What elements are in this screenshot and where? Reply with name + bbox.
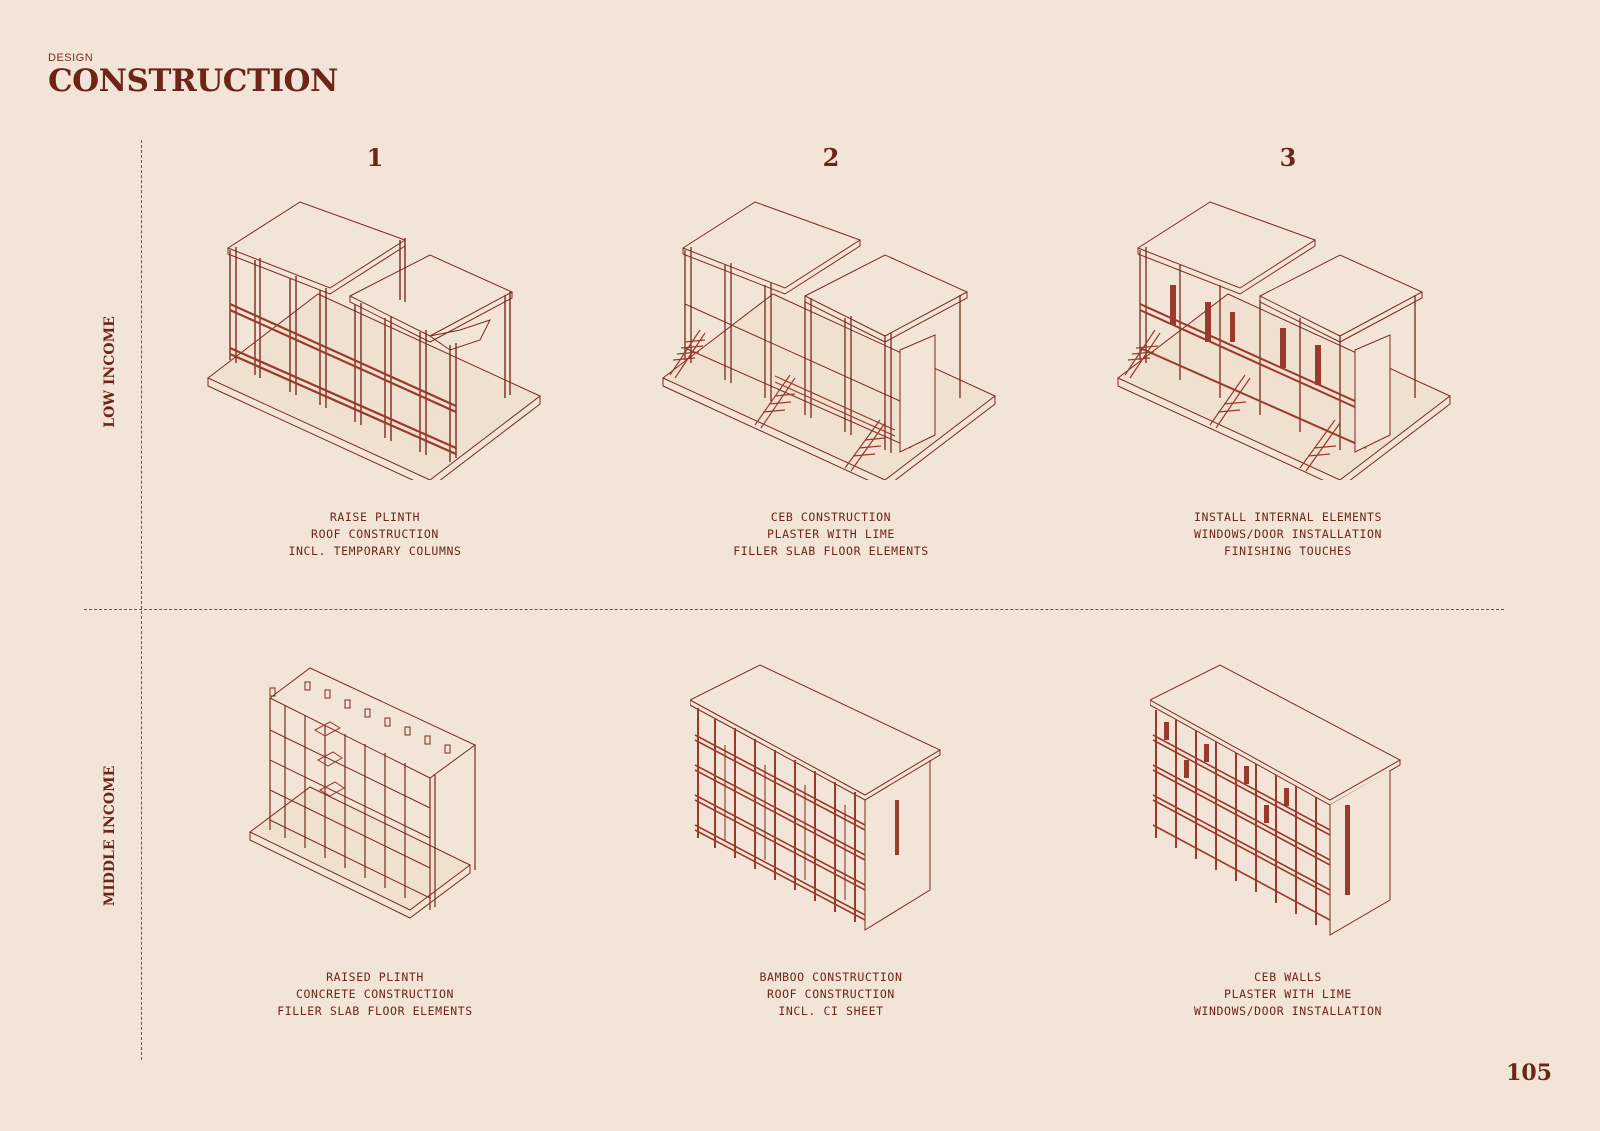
low-income-step-1-drawing	[200, 200, 550, 480]
middle-income-step-1-drawing	[240, 660, 490, 930]
row-label-low-income: LOW INCOME	[102, 316, 118, 428]
step-number-2: 2	[822, 143, 840, 172]
step-number-1: 1	[366, 143, 384, 172]
row-label-middle-income: MIDDLE INCOME	[102, 765, 118, 907]
page-number: 105	[1506, 1060, 1552, 1086]
middle-income-step-2-drawing	[690, 660, 950, 940]
section-kicker: DESIGN	[48, 52, 94, 64]
vertical-divider	[141, 140, 142, 1060]
step-number-3: 3	[1279, 143, 1297, 172]
low-income-step-3-drawing	[1110, 200, 1460, 480]
page-header: DESIGN CONSTRUCTION	[48, 52, 338, 98]
page-title: CONSTRUCTION	[48, 63, 338, 99]
horizontal-divider	[84, 609, 1504, 610]
low-income-step-2-drawing	[655, 200, 1005, 480]
middle-income-step-3-drawing	[1150, 660, 1410, 940]
